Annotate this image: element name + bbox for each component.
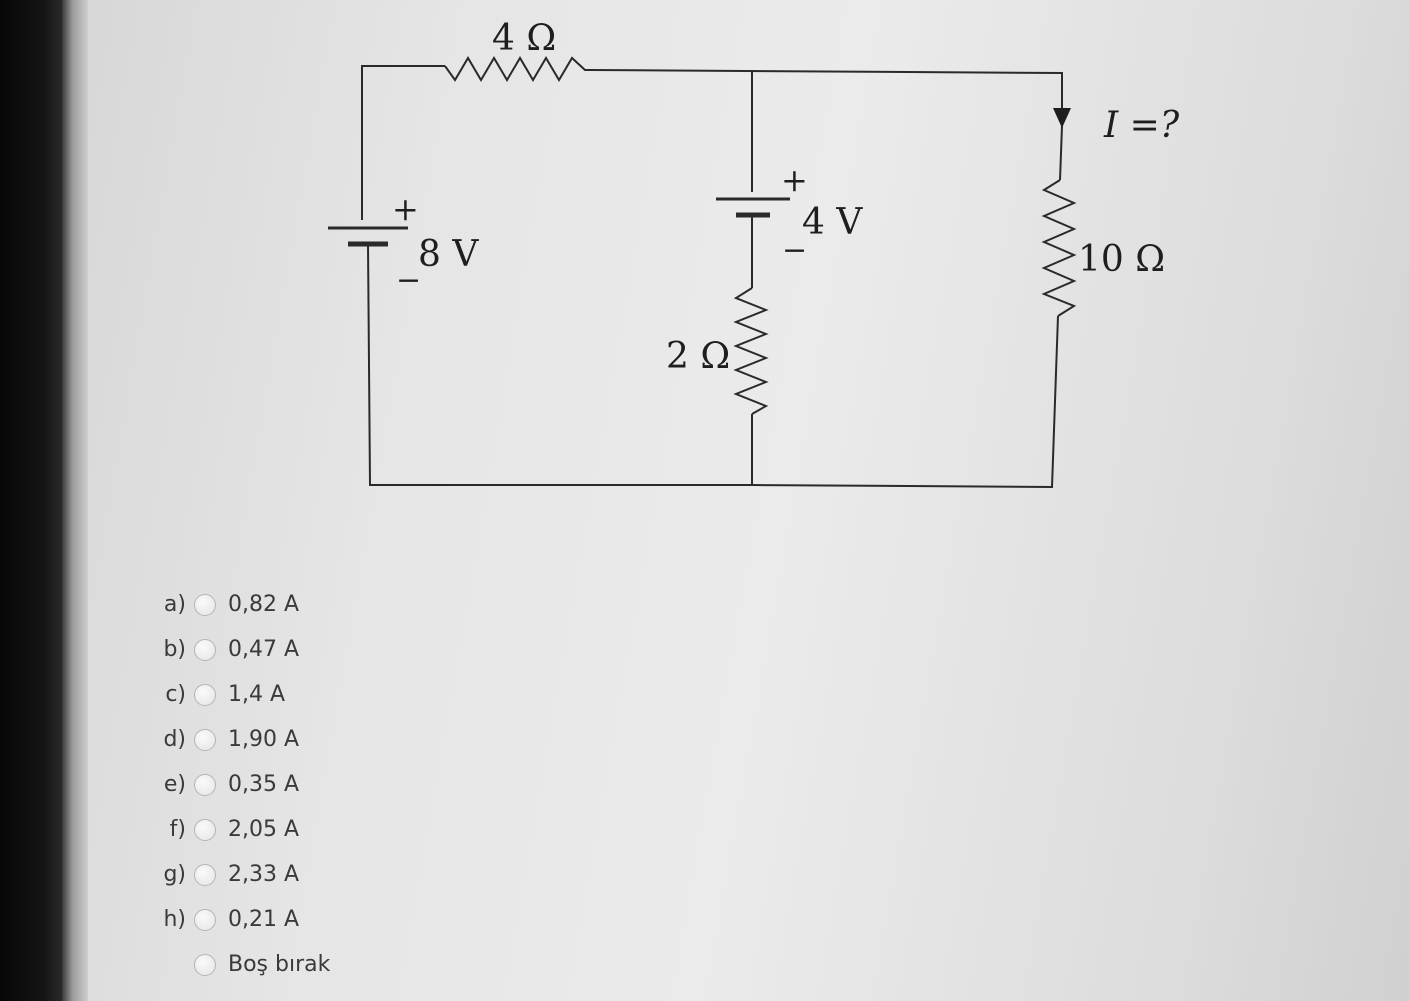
monitor-bezel-edge [62, 0, 88, 1001]
option-leave-blank[interactable]: Boş bırak [150, 942, 450, 987]
option-label: 1,4 A [228, 682, 286, 707]
option-letter: a) [163, 592, 186, 617]
radio-button[interactable] [194, 818, 216, 841]
option-letter: c) [165, 682, 186, 707]
source-middle-minus: − [782, 233, 807, 268]
option-d[interactable]: d) 1,90 A [150, 717, 450, 762]
source-left-plus: + [392, 190, 419, 228]
option-label: 2,33 A [228, 862, 300, 887]
source-left-minus: − [396, 263, 421, 298]
current-arrow-icon [1053, 108, 1071, 128]
option-f[interactable]: f) 2,05 A [150, 807, 450, 852]
resistor-middle-label: 2 Ω [666, 336, 730, 377]
radio-button[interactable] [194, 593, 216, 616]
option-e[interactable]: e) 0,35 A [150, 762, 450, 807]
option-label: 1,90 A [228, 727, 300, 752]
radio-button[interactable] [194, 953, 216, 976]
option-b[interactable]: b) 0,47 A [150, 627, 450, 672]
radio-button[interactable] [194, 908, 216, 931]
wire-right-top [1059, 125, 1063, 181]
source-left-label: 8 V [418, 234, 479, 275]
option-letter: e) [163, 772, 186, 797]
wire-right-bottom [751, 315, 1059, 489]
current-label: I =? [1103, 105, 1180, 146]
radio-button[interactable] [194, 683, 216, 706]
radio-button[interactable] [194, 773, 216, 796]
resistor-right-label: 10 Ω [1078, 239, 1165, 280]
option-c[interactable]: c) 1,4 A [150, 672, 450, 717]
radio-button[interactable] [194, 728, 216, 751]
circuit-diagram: 4 Ω + − 8 V + − 4 V 2 Ω I =? 10 Ω [328, 18, 1180, 489]
resistor-4ohm-symbol [444, 56, 590, 82]
wire-top [589, 69, 1063, 108]
answer-options: a) 0,82 A b) 0,47 A c) 1,4 A d) 1,90 A e… [150, 582, 450, 987]
option-letter: f) [169, 817, 186, 842]
resistor-2ohm-symbol [733, 287, 769, 415]
wire-left-bottom [367, 243, 752, 486]
option-letter: d) [163, 727, 186, 752]
option-label: 0,47 A [228, 637, 300, 662]
option-a[interactable]: a) 0,82 A [150, 582, 450, 627]
option-letter: b) [163, 637, 186, 662]
option-label: 0,35 A [228, 772, 300, 797]
option-label: 0,82 A [228, 592, 300, 617]
option-letter: h) [163, 907, 186, 932]
radio-button[interactable] [194, 638, 216, 661]
resistor-top-label: 4 Ω [492, 18, 556, 59]
radio-button[interactable] [194, 863, 216, 886]
resistor-10ohm-symbol [1041, 179, 1077, 317]
option-h[interactable]: h) 0,21 A [150, 897, 450, 942]
wire-left-top [361, 65, 445, 220]
option-letter: g) [163, 862, 186, 887]
source-middle-label: 4 V [802, 202, 863, 243]
option-label: 0,21 A [228, 907, 300, 932]
option-g[interactable]: g) 2,33 A [150, 852, 450, 897]
source-middle-plus: + [781, 161, 808, 199]
monitor-bezel [0, 0, 62, 1001]
option-label: Boş bırak [228, 952, 331, 977]
option-label: 2,05 A [228, 817, 300, 842]
